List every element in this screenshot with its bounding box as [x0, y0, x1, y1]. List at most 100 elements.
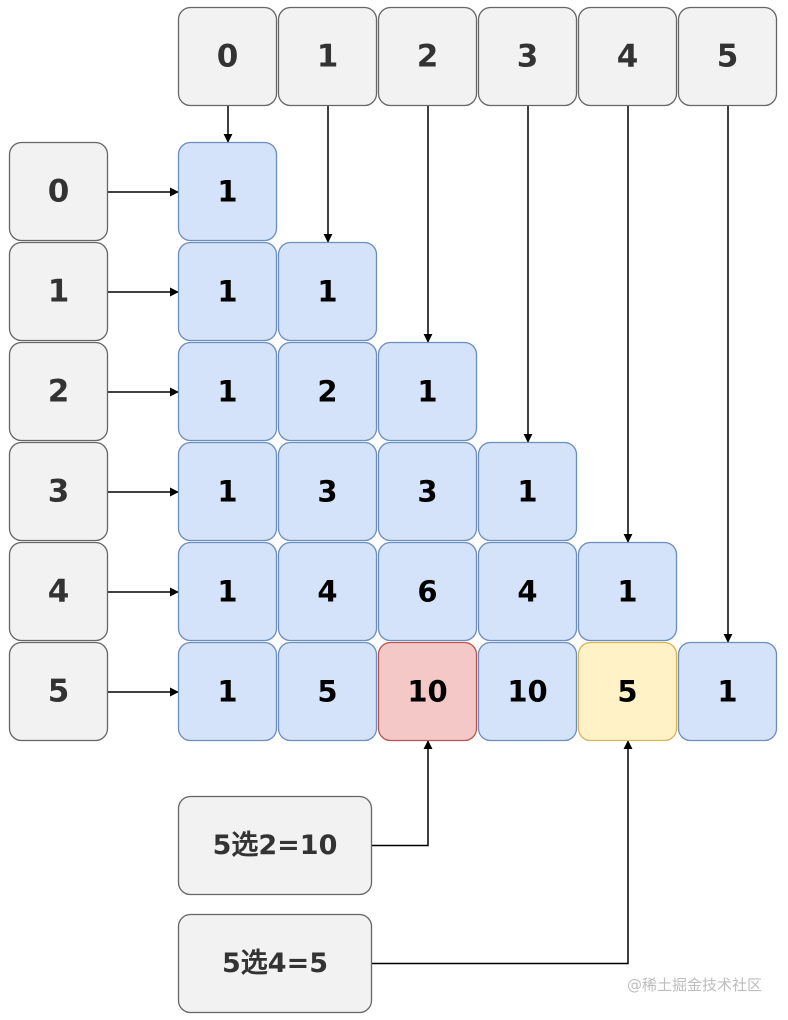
- row-header-1-label: 1: [48, 274, 70, 310]
- cell-r2-c1: 2: [277, 341, 378, 442]
- cell-r4-c3-label: 4: [517, 575, 537, 609]
- cell-r1-c0: 1: [177, 241, 278, 342]
- column-header-0-rect: [177, 6, 278, 107]
- cell-r0-c0: 1: [177, 141, 278, 242]
- cell-r5-c2: 10: [377, 641, 478, 742]
- cell-r1-c0-label: 1: [217, 275, 237, 309]
- annotation-1-label: 5选4=5: [222, 948, 328, 979]
- cell-r5-c1: 5: [277, 641, 378, 742]
- cell-r4-c2-label: 6: [417, 575, 437, 609]
- cell-r4-c4-label: 1: [617, 575, 637, 609]
- row-header-0: 0: [8, 141, 109, 242]
- row-header-2: 2: [8, 341, 109, 442]
- cell-r5-c5: 1: [677, 641, 778, 742]
- cell-r4-c1: 4: [277, 541, 378, 642]
- cell-r3-c3-rect: [477, 441, 578, 542]
- cell-r5-c3-label: 10: [507, 675, 547, 709]
- column-header-4: 4: [577, 6, 678, 107]
- watermark: @稀土掘金技术社区: [627, 976, 762, 994]
- cell-r1-c0-rect: [177, 241, 278, 342]
- annotation-arrow-0: [372, 740, 433, 847]
- column-header-0: 0: [177, 6, 278, 107]
- cell-r4-c1-rect: [277, 541, 378, 642]
- row-header-5-label: 5: [48, 674, 70, 710]
- cell-r3-c0-label: 1: [217, 475, 237, 509]
- cell-r4-c3-rect: [477, 541, 578, 642]
- column-header-1-label: 1: [317, 39, 339, 75]
- row-header-2-rect: [8, 341, 109, 442]
- row-header-5: 5: [8, 641, 109, 742]
- annotation-0-label: 5选2=10: [213, 830, 338, 861]
- row-header-1-rect: [8, 241, 109, 342]
- row-header-2-label: 2: [48, 374, 70, 410]
- cell-r4-c0-label: 1: [217, 575, 237, 609]
- cell-r5-c3-rect: [477, 641, 578, 742]
- annotation-0: 5选2=10: [177, 795, 373, 896]
- cell-r5-c0-label: 1: [217, 675, 237, 709]
- annotation-1-rect: [177, 913, 373, 1014]
- cell-r2-c0-rect: [177, 341, 278, 442]
- cell-r5-c0: 1: [177, 641, 278, 742]
- cell-r5-c0-rect: [177, 641, 278, 742]
- cell-r5-c1-label: 5: [317, 675, 337, 709]
- cell-r4-c0-rect: [177, 541, 278, 642]
- cell-r5-c5-rect: [677, 641, 778, 742]
- cell-r3-c1-rect: [277, 441, 378, 542]
- column-header-0-label: 0: [217, 39, 239, 75]
- cell-r4-c0: 1: [177, 541, 278, 642]
- cell-r3-c2-rect: [377, 441, 478, 542]
- column-header-5: 5: [677, 6, 778, 107]
- cell-r3-c0-rect: [177, 441, 278, 542]
- column-header-3: 3: [477, 6, 578, 107]
- row-header-0-rect: [8, 141, 109, 242]
- cell-r3-c2-label: 3: [417, 475, 437, 509]
- annotation-1: 5选4=5: [177, 913, 373, 1014]
- cell-r4-c3: 4: [477, 541, 578, 642]
- cell-r0-c0-label: 1: [217, 175, 237, 209]
- cell-r0-c0-rect: [177, 141, 278, 242]
- row-header-3-label: 3: [48, 474, 70, 510]
- row-header-3: 3: [8, 441, 109, 542]
- column-header-2-rect: [377, 6, 478, 107]
- cell-r1-c1: 1: [277, 241, 378, 342]
- cell-r3-c1-label: 3: [317, 475, 337, 509]
- cell-r4-c2: 6: [377, 541, 478, 642]
- cell-r3-c3: 1: [477, 441, 578, 542]
- column-header-4-label: 4: [617, 39, 639, 75]
- cell-r4-c1-label: 4: [317, 575, 337, 609]
- column-header-1-rect: [277, 6, 378, 107]
- column-header-2: 2: [377, 6, 478, 107]
- cell-r5-c4: 5: [577, 641, 678, 742]
- cell-r1-c1-label: 1: [317, 275, 337, 309]
- row-header-4-rect: [8, 541, 109, 642]
- cell-r5-c4-label: 5: [617, 675, 637, 709]
- annotation-arrow-1: [372, 740, 633, 965]
- column-header-3-label: 3: [517, 39, 539, 75]
- cell-r5-c2-label: 10: [407, 675, 447, 709]
- cell-r4-c2-rect: [377, 541, 478, 642]
- cell-r2-c1-label: 2: [317, 375, 337, 409]
- cell-r5-c4-rect: [577, 641, 678, 742]
- cell-r5-c2-rect: [377, 641, 478, 742]
- cell-r2-c1-rect: [277, 341, 378, 442]
- cell-r2-c2-label: 1: [417, 375, 437, 409]
- cell-r5-c1-rect: [277, 641, 378, 742]
- cell-r4-c4-rect: [577, 541, 678, 642]
- cell-r2-c0-label: 1: [217, 375, 237, 409]
- cell-r3-c2: 3: [377, 441, 478, 542]
- annotation-0-rect: [177, 795, 373, 896]
- cell-r3-c1: 3: [277, 441, 378, 542]
- cell-r2-c2: 1: [377, 341, 478, 442]
- cell-r3-c0: 1: [177, 441, 278, 542]
- column-header-5-rect: [677, 6, 778, 107]
- row-header-0-label: 0: [48, 174, 70, 210]
- column-header-2-label: 2: [417, 39, 439, 75]
- cell-r5-c3: 10: [477, 641, 578, 742]
- cell-r2-c2-rect: [377, 341, 478, 442]
- column-header-3-rect: [477, 6, 578, 107]
- cell-r5-c5-label: 1: [717, 675, 737, 709]
- column-header-5-label: 5: [717, 39, 739, 75]
- column-header-1: 1: [277, 6, 378, 107]
- row-header-4-label: 4: [48, 574, 70, 610]
